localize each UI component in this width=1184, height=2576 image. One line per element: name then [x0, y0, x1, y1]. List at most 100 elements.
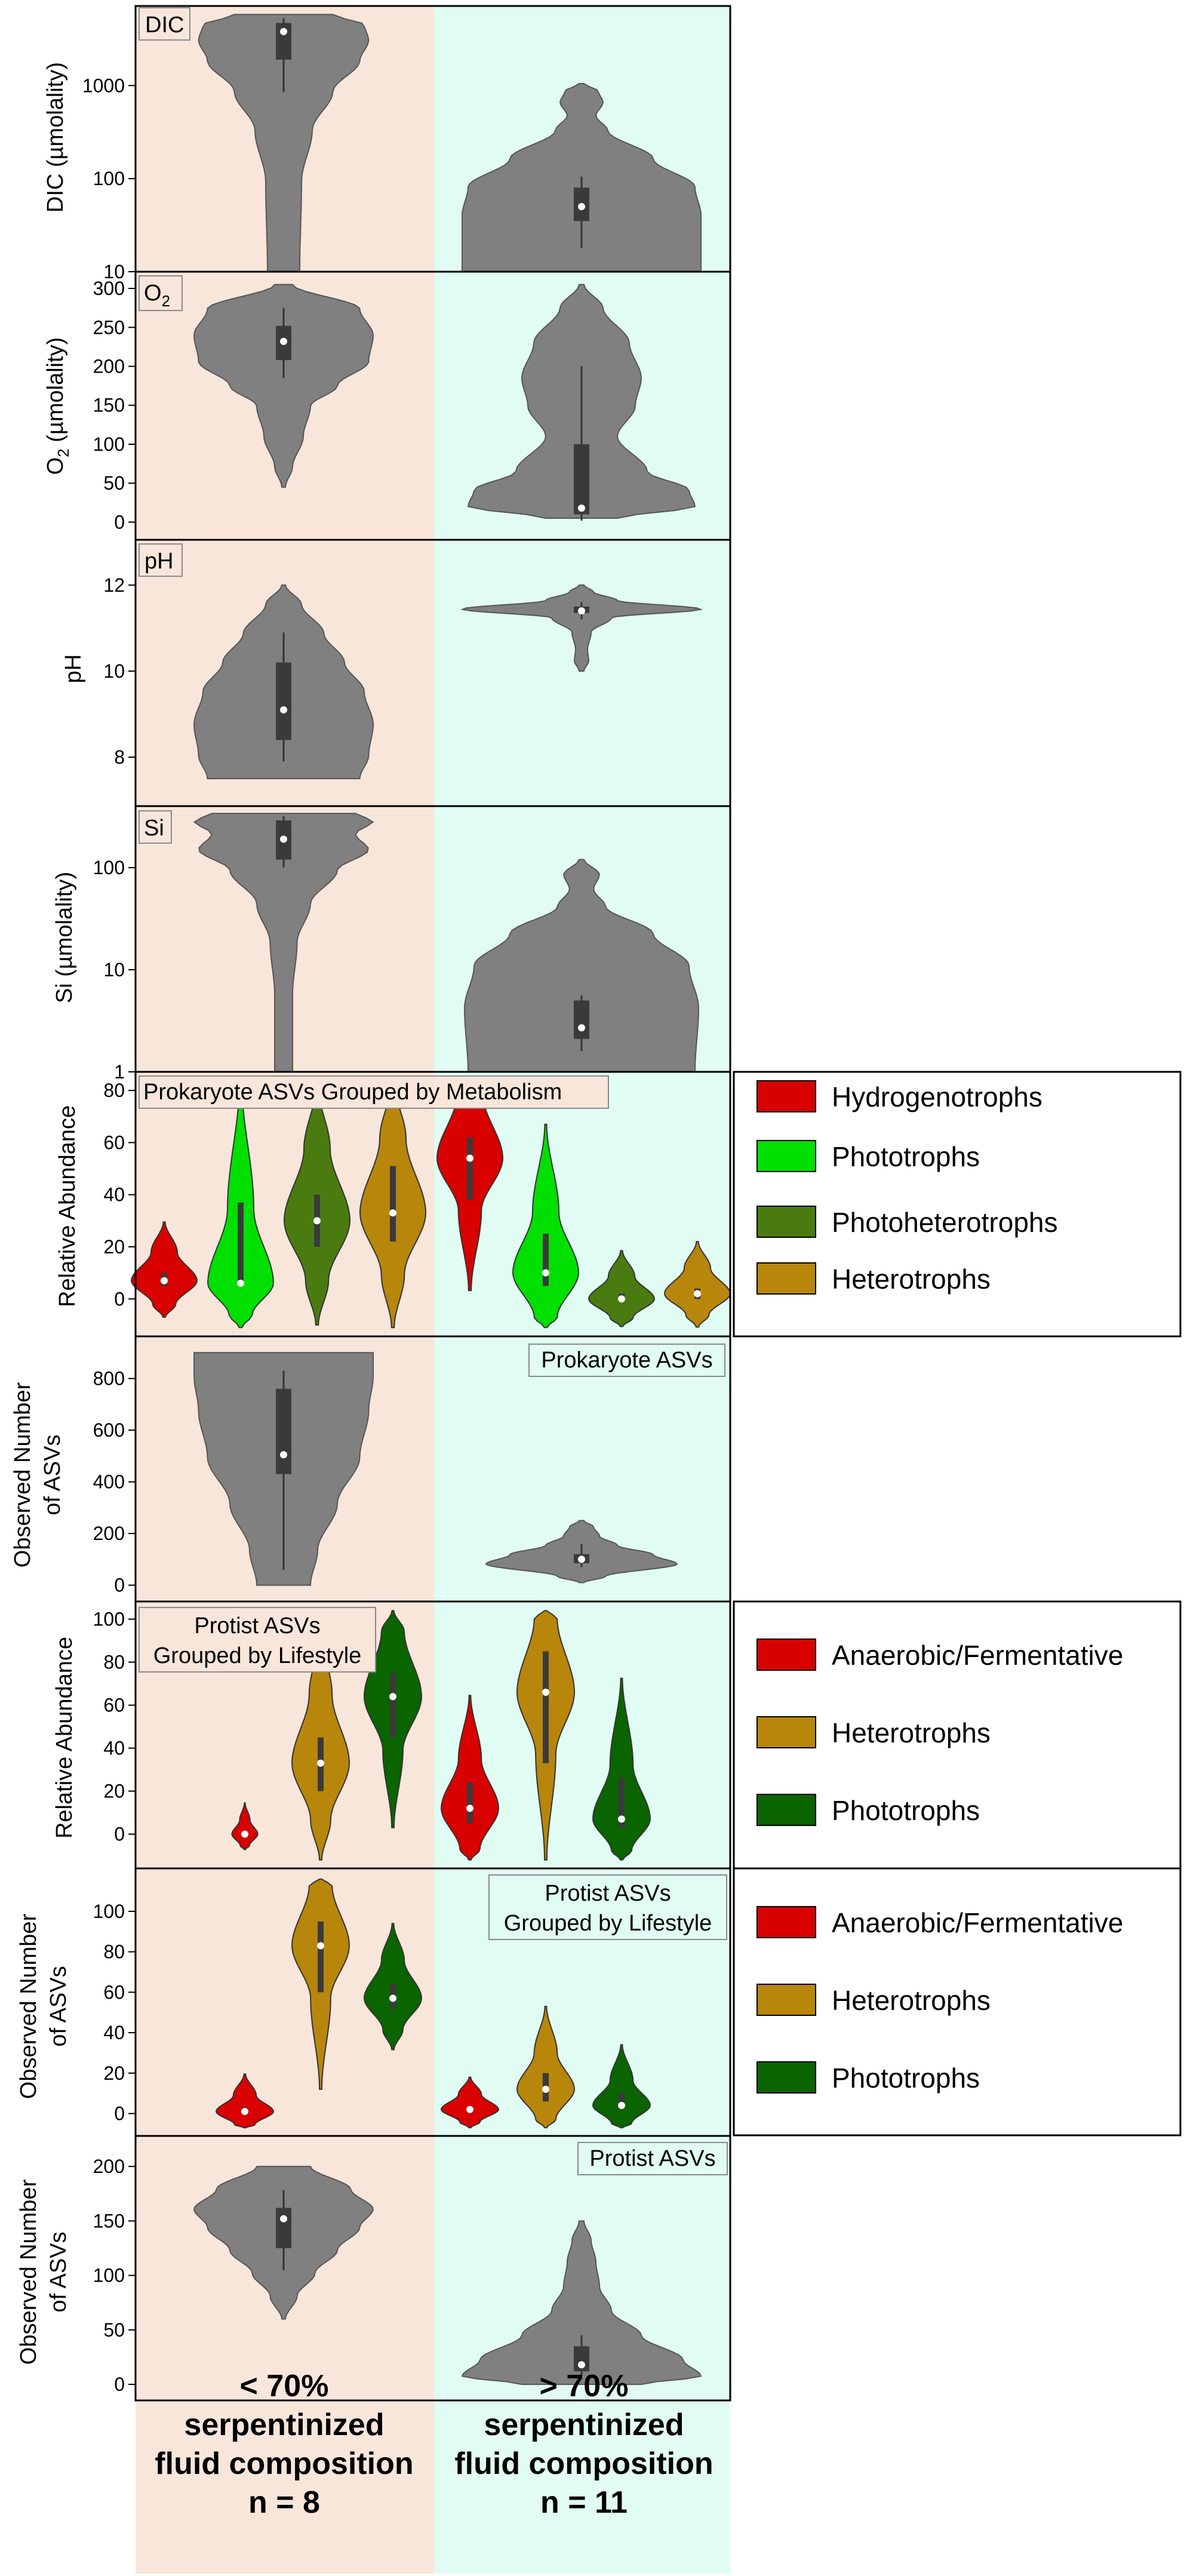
- y-tick-label-prok-observed-3: 600: [93, 1419, 125, 1441]
- violin-prok-metabolism-phototrophs-group-1-median: [237, 1280, 244, 1287]
- panel-frames: [134, 5, 731, 2402]
- violin-protist-lifestyle-abundance-heterotrophs-group-2-median: [542, 1689, 549, 1696]
- panel-prok-metabolism: [130, 1079, 731, 1329]
- y-tick-label-o2-2: 100: [93, 434, 125, 455]
- y-tick-label-o2-0: 0: [114, 511, 125, 533]
- legend-protist-lifestyle-1: Anaerobic/Fermentative Heterotrophs Phot…: [733, 1600, 1182, 1870]
- y-tick-label-protist-lifestyle-abundance-2: 40: [103, 1738, 125, 1759]
- panel-title-protist-lifestyle-1b: Grouped by Lifestyle: [153, 1643, 362, 1668]
- legend-swatch-hydrogenotrophs: [756, 1080, 816, 1112]
- y-axis-title-prok-observed-2: of ASVs: [40, 1434, 65, 1515]
- violin-plots: [130, 14, 731, 2386]
- legend-label-phototrophs: Phototrophs: [832, 1795, 980, 1826]
- y-tick-label-prok-metabolism-2: 40: [103, 1184, 125, 1206]
- violin-prok-metabolism-heterotrophs-group-2-median: [694, 1290, 701, 1298]
- legend-swatch-heterotrophs: [756, 1984, 816, 2016]
- violin-ph-group-2: [460, 584, 703, 672]
- panel-labels: 1010010000501001502002503008101211010002…: [82, 75, 136, 2395]
- box-protist-observed-group-1-median: [280, 2215, 287, 2223]
- y-tick-label-prok-metabolism-0: 0: [114, 1288, 125, 1309]
- panel-title-si: Si: [144, 816, 164, 841]
- violin-prok-metabolism-hydrogenotrophs-group-2-box: [467, 1137, 473, 1200]
- violin-protist-lifestyle-observed-phototrophs-group-2-box: [619, 2093, 625, 2110]
- violin-prok-metabolism-phototrophs-group-1-box: [238, 1202, 244, 1286]
- y-tick-label-si-0: 1: [114, 1061, 125, 1083]
- y-axis-title-protist-rel-abundance: Relative Abundance: [52, 1637, 77, 1839]
- legend-swatch-phototrophs: [756, 1140, 816, 1172]
- title-box-dic: [139, 7, 190, 41]
- legend-swatch-anaerobic: [756, 1639, 816, 1671]
- category-label-2-line4: n = 11: [540, 2485, 628, 2520]
- box-o2-group-2-box: [574, 444, 589, 515]
- violin-protist-lifestyle-observed-anaerobic-fermentative-group-2: [440, 2076, 500, 2129]
- violin-protist-lifestyle-abundance-anaerobic-fermentative-group-2: [440, 1695, 500, 1861]
- violin-prok-metabolism-heterotrophs-group-1-median: [389, 1209, 396, 1217]
- y-axis-title-prok-rel-abundance: Relative Abundance: [55, 1105, 80, 1307]
- violin-protist-lifestyle-observed-phototrophs-group-1-median: [389, 1994, 396, 2002]
- legend-label-heterotrophs: Heterotrophs: [832, 1985, 991, 2016]
- y-tick-label-o2-6: 300: [93, 278, 125, 299]
- title-box-ph: [139, 543, 183, 577]
- y-tick-label-prok-metabolism-3: 60: [103, 1132, 125, 1153]
- box-si-group-1-median: [280, 835, 287, 843]
- y-tick-label-protist-lifestyle-abundance-1: 20: [103, 1781, 125, 1802]
- violin-protist-lifestyle-observed-heterotrophs-group-2: [516, 2006, 576, 2129]
- y-tick-label-protist-observed-3: 150: [93, 2210, 125, 2231]
- category-label-2-line1: > 70%: [540, 2369, 629, 2403]
- title-box-prok-observed: [528, 1344, 725, 1377]
- violin-protist-lifestyle-abundance-anaerobic-fermentative-group-1: [231, 1802, 259, 1850]
- y-tick-label-protist-lifestyle-abundance-3: 60: [103, 1695, 125, 1716]
- y-tick-label-protist-lifestyle-observed-2: 40: [103, 2022, 125, 2043]
- legend-label-phototrophs: Phototrophs: [832, 2062, 980, 2094]
- panel-title-prok-observed: Prokaryote ASVs: [541, 1348, 712, 1373]
- legend-label-hydrogenotrophs: Hydrogenotrophs: [832, 1081, 1042, 1112]
- panel-ph: [193, 584, 703, 780]
- title-box-protist-lifestyle-2: [488, 1874, 727, 1940]
- y-axis-title-protist-lifestyle-observed-2: of ASVs: [46, 1966, 71, 2046]
- violin-prok-metabolism-phototrophs-group-2: [512, 1123, 580, 1329]
- panel-title-prok-metabolism: Prokaryote ASVs Grouped by Metabolism: [143, 1080, 562, 1105]
- legend-label-heterotrophs: Heterotrophs: [832, 1264, 991, 1295]
- legend-protist-lifestyle-2: Anaerobic/Fermentative Heterotrophs Phot…: [733, 1867, 1182, 2137]
- category-label-2-line2: serpentinized: [484, 2408, 684, 2442]
- y-axis-title-si: Si (µmolality): [52, 872, 77, 1003]
- y-tick-label-protist-lifestyle-observed-3: 60: [103, 1981, 125, 2003]
- y-tick-label-prok-observed-4: 800: [93, 1368, 125, 1390]
- y-axis-title-prok-observed-1: Observed Number: [10, 1382, 35, 1567]
- y-tick-label-protist-lifestyle-observed-4: 80: [103, 1941, 125, 1963]
- y-tick-label-ph-1: 10: [103, 660, 125, 682]
- violin-protist-lifestyle-abundance-phototrophs-group-2: [592, 1677, 651, 1861]
- panel-title-protist-lifestyle-2a: Protist ASVs: [545, 1881, 671, 1906]
- legend-swatch-anaerobic: [756, 1906, 816, 1938]
- title-box-o2: [139, 275, 183, 311]
- box-ph-group-2-median: [578, 607, 585, 615]
- violin-protist-lifestyle-abundance-anaerobic-fermentative-group-2-box: [467, 1782, 473, 1824]
- violin-o2-group-1: [193, 284, 374, 488]
- y-tick-label-ph-0: 8: [114, 746, 125, 768]
- category-label-1-line2: serpentinized: [184, 2408, 384, 2442]
- panel-title-o2: O2: [144, 281, 170, 310]
- panel-titles: DIC O2 pH Si Prokaryote ASVs Grouped by …: [139, 7, 728, 2175]
- panel-title-dic: DIC: [145, 13, 184, 38]
- violin-prok-metabolism-photoheterotrophs-group-2-median: [618, 1295, 625, 1303]
- box-dic-group-2-median: [578, 203, 585, 211]
- panel-title-ph: pH: [144, 549, 174, 574]
- y-tick-label-o2-5: 250: [93, 316, 125, 338]
- box-o2-group-1-median: [280, 337, 287, 345]
- violin-protist-lifestyle-abundance-phototrophs-group-1-box: [390, 1673, 396, 1738]
- violin-prok-metabolism-hydrogenotrophs-group-1: [130, 1221, 198, 1318]
- title-box-si: [139, 810, 172, 844]
- violin-protist-lifestyle-abundance-anaerobic-fermentative-group-1-median: [241, 1830, 248, 1838]
- y-tick-label-si-1: 10: [103, 959, 125, 980]
- box-prok-observed-group-1-box: [276, 1388, 291, 1474]
- violin-protist-lifestyle-abundance-heterotrophs-group-1-median: [317, 1759, 324, 1767]
- y-tick-label-prok-metabolism-4: 80: [103, 1080, 125, 1101]
- panel-title-protist-lifestyle-1a: Protist ASVs: [194, 1613, 320, 1639]
- legend-label-photoheterotrophs: Photoheterotrophs: [832, 1207, 1058, 1238]
- violin-prok-metabolism-phototrophs-group-2-median: [542, 1269, 549, 1277]
- legend-label-heterotrophs: Heterotrophs: [832, 1717, 991, 1748]
